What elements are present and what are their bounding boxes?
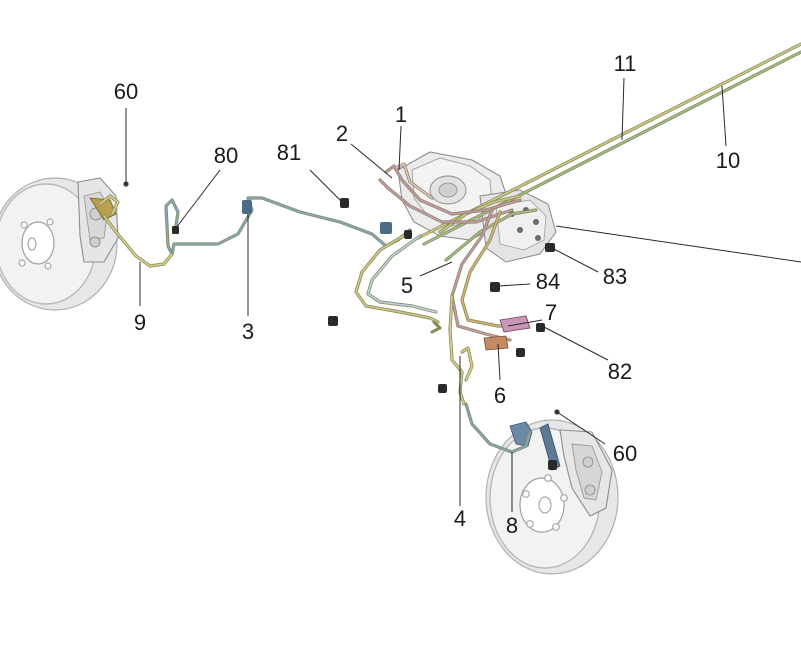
callout-11: 11	[614, 51, 637, 76]
callout-82: 82	[608, 359, 632, 384]
callout-2: 2	[336, 121, 348, 146]
callout-9: 9	[134, 310, 146, 335]
brake-line-8	[464, 402, 532, 454]
right-brake-caliper	[509, 421, 613, 517]
callout-83: 83	[603, 264, 627, 289]
callout-6: 6	[494, 383, 506, 408]
callout-3: 3	[242, 319, 254, 344]
callout-80: 80	[214, 143, 238, 168]
brake-line-1-2	[378, 162, 522, 224]
callout-4: 4	[454, 506, 466, 531]
callout-81: 81	[277, 140, 301, 165]
leader-lines	[125, 77, 801, 512]
callout-10: 10	[716, 148, 740, 173]
callout-labels: 1 2 3 4 5 6 7 8 9 10 11 60 60 80 81 82 8…	[114, 51, 740, 538]
fasteners	[123, 181, 560, 470]
callout-8: 8	[506, 513, 518, 538]
brake-line-9	[98, 194, 174, 268]
callout-84: 84	[536, 269, 560, 294]
callout-7: 7	[545, 300, 557, 325]
brake-line-3	[164, 196, 412, 256]
callout-60-left: 60	[114, 79, 138, 104]
brake-line-6-7	[450, 208, 531, 351]
callout-5: 5	[401, 273, 413, 298]
callout-1: 1	[395, 102, 407, 127]
callout-60-right: 60	[613, 441, 637, 466]
brake-line-4	[448, 294, 474, 406]
brake-line-5	[354, 194, 538, 334]
